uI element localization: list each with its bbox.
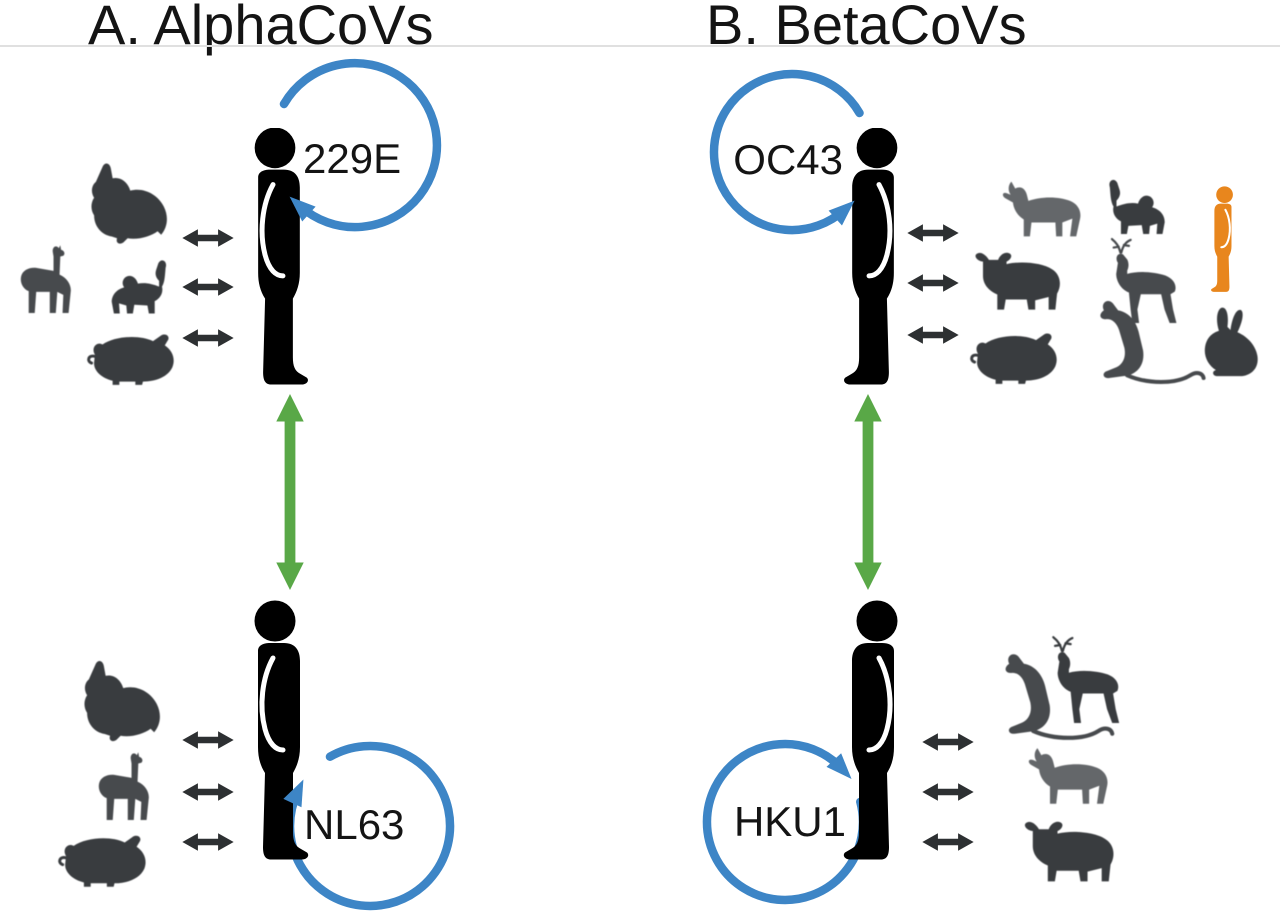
- animal-human-arrow-icon: [182, 278, 234, 296]
- animal-human-arrow-icon: [922, 833, 974, 851]
- bat-icon: [91, 163, 167, 244]
- human-icon: [844, 601, 898, 860]
- loop-arrowhead-icon: [289, 196, 316, 222]
- animal-human-arrow-icon: [922, 733, 974, 751]
- deer-icon: [1110, 237, 1178, 325]
- virus-label-hku1: HKU1: [734, 798, 846, 845]
- virus-label-nl63: NL63: [304, 801, 404, 848]
- animal-human-arrow-icon: [182, 229, 234, 247]
- human-to-human-loop-229e: [279, 58, 442, 232]
- human-to-human-loop-nl63: [285, 741, 455, 911]
- virus-label-oc43: OC43: [733, 136, 843, 183]
- human-icon: [844, 128, 897, 385]
- camel-icon: [111, 260, 167, 314]
- bat-icon: [84, 660, 160, 742]
- animal-human-arrow-icon: [182, 329, 234, 347]
- rabbit-icon: [1204, 307, 1258, 377]
- human-icon: [255, 128, 308, 385]
- virus-label-229e: 229E: [303, 135, 401, 182]
- animal-human-arrow-icon: [907, 224, 959, 242]
- llama-icon: [20, 245, 71, 313]
- cross-species-arrow-icon: [854, 394, 882, 590]
- pig-icon: [87, 333, 176, 385]
- group-229e: 229E: [20, 58, 442, 385]
- horse-icon: [1002, 181, 1081, 237]
- group-nl63: NL63: [58, 601, 455, 911]
- cross-species-arrow-icon: [276, 394, 304, 590]
- human-to-human-loop-oc43: [709, 69, 864, 235]
- deer-icon: [1052, 636, 1121, 725]
- loop-arrowhead-icon: [826, 753, 852, 780]
- human-icon: [255, 601, 309, 860]
- zoonotic-human-icon: [1210, 186, 1234, 293]
- panel-a-title: A. AlphaCoVs: [88, 0, 434, 56]
- animal-human-arrow-icon: [922, 783, 974, 801]
- pig-icon: [970, 332, 1059, 384]
- rat-icon: [1100, 301, 1203, 382]
- group-hku1: HKU1: [702, 601, 1121, 905]
- human-to-human-loop-hku1: [702, 739, 868, 905]
- llama-icon: [98, 752, 149, 820]
- panel-b-title: B. BetaCoVs: [706, 0, 1027, 56]
- animal-human-arrow-icon: [907, 326, 959, 344]
- group-oc43: OC43: [709, 69, 1258, 385]
- header-divider: [0, 45, 1280, 47]
- loop-arrowhead-icon: [283, 779, 304, 808]
- pig-icon: [58, 834, 148, 888]
- animal-human-arrow-icon: [182, 833, 234, 851]
- horse-icon: [1028, 748, 1108, 804]
- animal-human-arrow-icon: [182, 731, 234, 749]
- cow-icon: [1024, 821, 1114, 882]
- camel-icon: [1109, 179, 1165, 234]
- animal-human-arrow-icon: [182, 783, 234, 801]
- cow-icon: [975, 252, 1060, 310]
- loop-arrowhead-icon: [828, 200, 855, 226]
- animal-human-arrow-icon: [907, 274, 959, 292]
